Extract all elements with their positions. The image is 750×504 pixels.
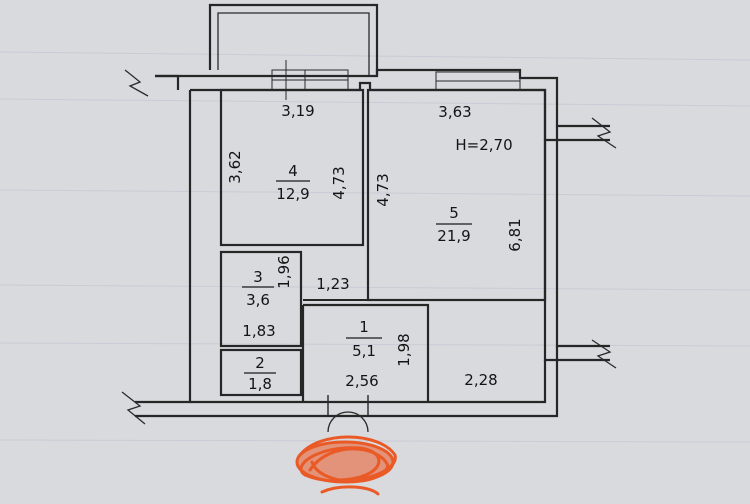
room-3-label: 3 3,6 [242, 268, 274, 309]
room-labels: 4 12,9 5 21,9 3 3,6 1 5,1 2 1,8 H=2,70 [242, 136, 513, 393]
room-4-number: 4 [288, 162, 298, 180]
dim-hall-width: 2,56 [345, 372, 378, 390]
room-2-number: 2 [255, 354, 265, 372]
balcony [208, 3, 379, 76]
dim-room4-height-right: 4,73 [330, 166, 348, 199]
room-2-area: 1,8 [248, 375, 272, 393]
interior-walls [219, 88, 547, 433]
room-1-label: 1 5,1 [346, 318, 382, 360]
dim-room5-width: 3,63 [438, 103, 471, 121]
room-5-area: 21,9 [437, 227, 470, 245]
room-3-number: 3 [253, 268, 263, 286]
dimension-labels: 3,19 3,62 4,73 3,63 4,73 6,81 1,96 1,23 … [226, 102, 524, 390]
room-4-area: 12,9 [276, 185, 309, 203]
dim-bath-width: 1,83 [242, 322, 275, 340]
dim-bath-height: 1,96 [275, 255, 293, 288]
room-1-number: 1 [359, 318, 369, 336]
room-5-label: 5 21,9 [436, 204, 472, 245]
dim-room5-height-right: 6,81 [506, 218, 524, 251]
room-2-label: 2 1,8 [244, 354, 276, 393]
redaction-scribble [295, 435, 397, 496]
dim-hall-height: 1,98 [395, 333, 413, 366]
room-5-number: 5 [449, 204, 459, 222]
room-1-area: 5,1 [352, 342, 376, 360]
dim-room5-height-left: 4,73 [374, 173, 392, 206]
windows [271, 60, 521, 100]
dim-room4-height-left: 3,62 [226, 150, 244, 183]
dim-room4-width: 3,19 [281, 102, 314, 120]
dim-corridor-width: 1,23 [316, 275, 349, 293]
ceiling-height: H=2,70 [455, 136, 512, 154]
room-4-label: 4 12,9 [276, 162, 310, 203]
dim-room5-bottom-width: 2,28 [464, 371, 497, 389]
room-3-area: 3,6 [246, 291, 270, 309]
